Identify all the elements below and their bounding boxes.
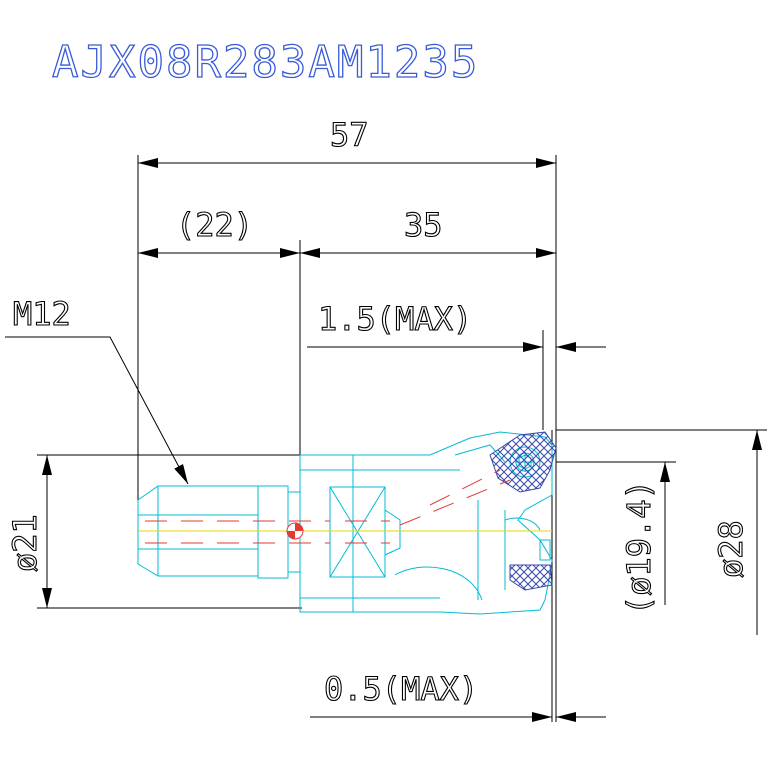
thread-label: M12 bbox=[13, 295, 71, 333]
dimension-lines bbox=[5, 155, 767, 722]
dim-shank-diameter: ø21 bbox=[6, 514, 44, 572]
insert-lower bbox=[509, 564, 553, 591]
insert-upper bbox=[489, 431, 557, 493]
dim-overall-length: 57 bbox=[330, 116, 369, 154]
dim-overhang-max: 1.5(MAX) bbox=[318, 300, 472, 338]
center-of-gravity-icon bbox=[286, 522, 304, 540]
hidden-lines bbox=[145, 469, 511, 544]
dim-offset-max: 0.5(MAX) bbox=[324, 670, 478, 708]
dim-head-length: 35 bbox=[404, 206, 443, 244]
drawing-title: AJX08R283AM1235 bbox=[52, 37, 479, 88]
dim-inner-diameter: (ø19.4) bbox=[620, 480, 658, 615]
dim-shank-length: (22) bbox=[176, 206, 253, 244]
tool-outline bbox=[137, 431, 553, 615]
dim-cutting-diameter: ø28 bbox=[712, 520, 750, 578]
